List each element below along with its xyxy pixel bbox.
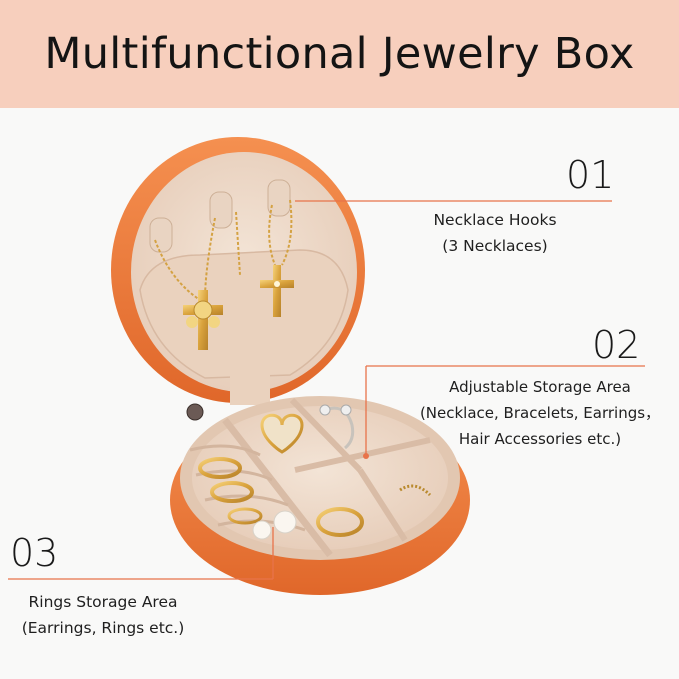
chain-2 [235, 211, 241, 276]
pearl-earring-1 [252, 520, 272, 540]
pendant-cross-2 [260, 265, 294, 317]
zipper-pull [186, 403, 204, 421]
base-lining [192, 406, 448, 550]
callout-01-line-1: Necklace Hooks [433, 211, 557, 229]
heart-ring [260, 413, 304, 454]
twisted-ring [316, 507, 364, 537]
page-title: Multifunctional Jewelry Box [44, 29, 635, 79]
callout-02-line-1: Adjustable Storage Area [449, 378, 631, 396]
divider-diagonal [222, 417, 333, 558]
lid-pocket [139, 249, 349, 379]
divider-lower [357, 468, 408, 542]
callout-02-line-2: (Necklace, Bracelets, Earrings， [419, 404, 661, 422]
callout-dot-02 [363, 453, 369, 459]
callout-lines [8, 200, 645, 580]
callout-01-line-2: (3 Necklaces) [442, 237, 548, 255]
callout-number-01: 01 [566, 153, 615, 197]
callout-number-03: 03 [10, 531, 59, 575]
callout-label-02: Adjustable Storage Area (Necklace, Brace… [405, 374, 675, 452]
lid [111, 137, 365, 403]
pendant-cross-1 [183, 290, 223, 350]
hook-3 [267, 179, 291, 217]
callout-02-line-3: Hair Accessories etc.) [458, 430, 622, 448]
ring-2 [210, 481, 254, 503]
chain-3 [268, 199, 293, 266]
pearl-earring-2 [273, 510, 297, 534]
callout-03-line-2: (Earrings, Rings etc.) [21, 619, 185, 637]
callout-label-03: Rings Storage Area (Earrings, Rings etc.… [8, 589, 198, 641]
callout-label-01: Necklace Hooks (3 Necklaces) [405, 207, 585, 259]
hook-2 [209, 191, 233, 229]
callout-number-02: 02 [592, 323, 641, 367]
hook-1 [149, 217, 173, 253]
open-ring [319, 406, 355, 450]
divider-horizontal [294, 437, 431, 473]
base-tray [170, 396, 470, 595]
title-banner: Multifunctional Jewelry Box [0, 0, 679, 108]
callout-03-line-1: Rings Storage Area [28, 593, 178, 611]
hinge-strip [230, 370, 270, 405]
ring-1 [198, 457, 242, 479]
ring-3 [227, 507, 263, 525]
